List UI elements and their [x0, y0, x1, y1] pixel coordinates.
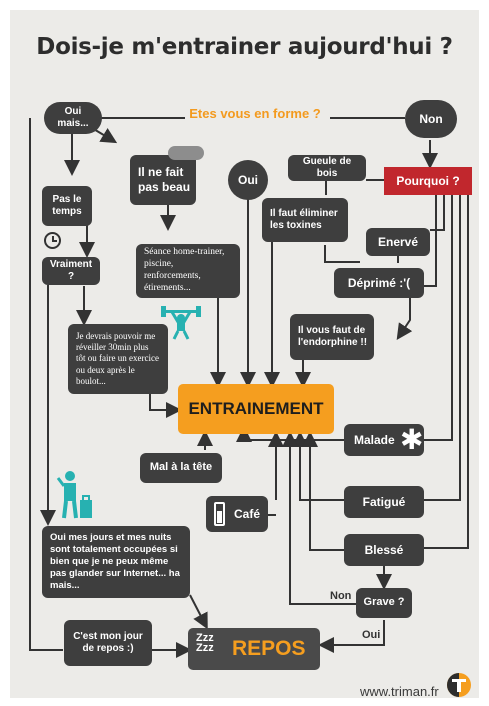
asterisk-icon: ✱ — [400, 423, 424, 456]
triman-logo — [446, 672, 472, 702]
clock-icon — [44, 232, 61, 249]
node-mal-a-la-tete: Mal à la tête — [140, 453, 222, 483]
node-fatigue: Fatigué — [344, 486, 424, 518]
node-entrainement: ENTRAINEMENT — [178, 384, 334, 434]
node-gueule-de-bois: Gueule de bois — [288, 155, 366, 181]
node-non: Non — [405, 100, 457, 138]
edge-label-non: Non — [330, 590, 352, 602]
node-pas-le-temps: Pas le temps — [42, 186, 92, 226]
cloud-icon — [168, 146, 204, 160]
node-oui: Oui — [228, 160, 268, 200]
zzz-label: Zzz Zzz — [196, 632, 214, 654]
node-vraiment: Vraiment ? — [42, 257, 100, 285]
node-pourquoi: Pourquoi ? — [384, 167, 472, 195]
node-repos: REPOS — [232, 637, 306, 660]
node-deprime: Déprimé :'( — [334, 268, 424, 298]
node-seance-home-trainer: Séance home-trainer, piscine, renforceme… — [136, 244, 240, 298]
weightlifter-icon — [160, 304, 202, 340]
node-eliminer-toxines: Il faut éliminer les toxines — [262, 198, 348, 242]
node-cafe: Café — [206, 496, 268, 532]
node-je-devrais: Je devrais pouvoir me réveiller 30min pl… — [68, 324, 168, 394]
battery-icon — [214, 502, 225, 526]
page-title: Dois-je m'entrainer aujourd'hui ? — [36, 34, 453, 60]
node-blesse: Blessé — [344, 534, 424, 566]
node-oui-mais: Oui mais... — [44, 102, 102, 134]
footer-url[interactable]: www.triman.fr — [360, 684, 439, 699]
traveller-icon — [56, 470, 96, 520]
node-jour-de-repos: C'est mon jour de repos :) — [64, 620, 152, 666]
node-grave: Grave ? — [356, 588, 412, 618]
question-en-forme: Etes vous en forme ? — [189, 106, 321, 121]
node-mes-jours-occupes: Oui mes jours et mes nuits sont totaleme… — [42, 526, 190, 598]
edge-label-oui: Oui — [362, 629, 381, 641]
node-malade: Malade — [344, 424, 424, 456]
node-enerve: Enervé — [366, 228, 430, 256]
node-endorphine: Il vous faut de l'endorphine !! — [290, 314, 374, 360]
node-repos-box — [188, 628, 320, 670]
node-il-ne-fait-pas-beau: Il ne fait pas beau — [130, 155, 196, 205]
